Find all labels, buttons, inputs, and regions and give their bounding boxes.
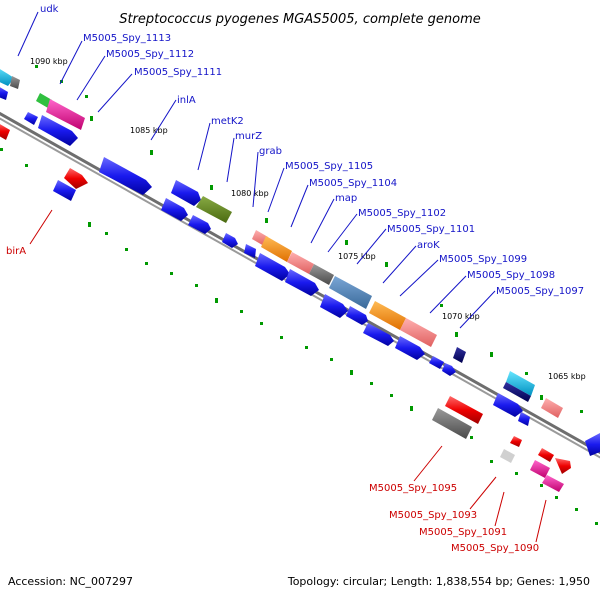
cds-arrow-reverse[interactable] bbox=[530, 460, 550, 478]
cds-arrow-reverse[interactable] bbox=[432, 408, 472, 439]
accession-text: Accession: NC_007297 bbox=[8, 575, 133, 588]
cds-arrow-forward[interactable] bbox=[329, 276, 372, 309]
gene-label[interactable]: M5005_Spy_1102 bbox=[358, 208, 446, 219]
cds-arrow-forward[interactable] bbox=[442, 363, 456, 376]
cds-arrow-forward[interactable] bbox=[518, 412, 530, 426]
cds-arrow-forward[interactable] bbox=[255, 253, 290, 281]
gene-label[interactable]: grab bbox=[259, 146, 282, 157]
gene-label[interactable]: M5005_Spy_1113 bbox=[83, 33, 171, 44]
cds-arrow-forward[interactable] bbox=[400, 318, 437, 347]
gene-label[interactable]: M5005_Spy_1111 bbox=[134, 67, 222, 78]
gene-label[interactable]: M5005_Spy_1112 bbox=[106, 49, 194, 60]
reverse-callouts bbox=[29, 209, 547, 543]
cds-arrow-forward[interactable] bbox=[506, 371, 535, 396]
cds-arrow-forward[interactable] bbox=[99, 157, 152, 195]
cds-arrow-forward[interactable] bbox=[541, 398, 563, 418]
gene-label[interactable]: M5005_Spy_1091 bbox=[419, 527, 507, 538]
cds-arrow-forward[interactable] bbox=[346, 306, 368, 325]
kbp-scale: 1090 kbp 1085 kbp 1080 kbp 1075 kbp 1070… bbox=[30, 57, 586, 381]
cds-arrow-forward[interactable] bbox=[493, 393, 523, 417]
cds-arrow-forward[interactable] bbox=[453, 347, 466, 363]
map-title: Streptococcus pyogenes MGAS5005, complet… bbox=[119, 12, 481, 27]
gene-label[interactable]: M5005_Spy_1098 bbox=[467, 270, 555, 281]
cds-arrow-forward[interactable] bbox=[10, 76, 20, 89]
gene-label[interactable]: M5005_Spy_1104 bbox=[309, 178, 397, 189]
reverse-strand-features bbox=[0, 123, 571, 492]
cds-arrow-forward[interactable] bbox=[244, 244, 256, 258]
cds-arrow-forward[interactable] bbox=[395, 336, 425, 360]
kbp-tick-label: 1065 kbp bbox=[548, 372, 586, 381]
cds-arrow-forward[interactable] bbox=[309, 264, 334, 285]
reverse-gene-labels: birA M5005_Spy_1095 M5005_Spy_1093 M5005… bbox=[6, 246, 539, 554]
cds-arrow-forward[interactable] bbox=[0, 66, 14, 86]
forward-strand-features bbox=[0, 66, 600, 456]
gene-label[interactable]: M5005_Spy_1099 bbox=[439, 254, 527, 265]
kbp-tick-label: 1070 kbp bbox=[442, 312, 480, 321]
gene-label[interactable]: M5005_Spy_1105 bbox=[285, 161, 373, 172]
gene-label[interactable]: udk bbox=[40, 4, 59, 15]
kbp-tick-label: 1090 kbp bbox=[30, 57, 68, 66]
gene-label[interactable]: M5005_Spy_1090 bbox=[451, 543, 539, 554]
gene-label[interactable]: inlA bbox=[177, 95, 196, 106]
gene-label[interactable]: birA bbox=[6, 246, 26, 257]
cds-arrow-forward[interactable] bbox=[222, 233, 238, 248]
cds-arrow-forward[interactable] bbox=[188, 215, 211, 234]
cds-arrow-reverse[interactable] bbox=[0, 123, 10, 140]
cds-arrow-reverse[interactable] bbox=[542, 475, 564, 492]
cds-arrow-forward[interactable] bbox=[320, 294, 348, 318]
gene-label[interactable]: metK2 bbox=[211, 116, 244, 127]
cds-arrow-forward[interactable] bbox=[171, 180, 201, 206]
gene-label[interactable]: M5005_Spy_1095 bbox=[369, 483, 457, 494]
forward-callouts bbox=[17, 11, 496, 329]
kbp-tick-label: 1085 kbp bbox=[130, 126, 168, 135]
cds-arrow-reverse[interactable] bbox=[510, 436, 522, 447]
gene-label[interactable]: aroK bbox=[417, 240, 440, 251]
cds-arrow-forward[interactable] bbox=[261, 236, 292, 262]
cds-arrow-forward[interactable] bbox=[196, 196, 232, 223]
tick-guides bbox=[0, 65, 598, 525]
cds-arrow-forward[interactable] bbox=[161, 198, 188, 221]
cds-arrow-forward[interactable] bbox=[24, 112, 38, 125]
cds-arrow-forward[interactable] bbox=[36, 93, 52, 108]
gene-label[interactable]: M5005_Spy_1101 bbox=[387, 224, 475, 235]
kbp-tick-label: 1075 kbp bbox=[338, 252, 376, 261]
cds-arrow-forward[interactable] bbox=[287, 252, 314, 274]
cds-arrow-reverse[interactable] bbox=[538, 448, 554, 462]
cds-arrow-reverse[interactable] bbox=[53, 180, 76, 201]
cds-arrow-forward[interactable] bbox=[363, 323, 394, 346]
cds-arrow-forward[interactable] bbox=[46, 99, 85, 130]
cds-arrow-forward[interactable] bbox=[585, 433, 600, 456]
cds-arrow-forward[interactable] bbox=[503, 382, 531, 402]
cds-arrow-forward[interactable] bbox=[38, 115, 78, 146]
cds-arrow-reverse[interactable] bbox=[445, 396, 483, 424]
cds-arrow-reverse[interactable] bbox=[64, 168, 88, 189]
cds-arrow-forward[interactable] bbox=[285, 269, 319, 296]
gene-label[interactable]: murZ bbox=[235, 131, 262, 142]
cds-arrow-reverse[interactable] bbox=[500, 449, 515, 463]
gene-label[interactable]: M5005_Spy_1097 bbox=[496, 286, 584, 297]
gene-label[interactable]: M5005_Spy_1093 bbox=[389, 510, 477, 521]
cds-arrow-reverse[interactable] bbox=[555, 458, 571, 474]
cds-arrow-forward[interactable] bbox=[369, 301, 406, 330]
gene-label[interactable]: map bbox=[335, 193, 357, 204]
cds-arrow-forward[interactable] bbox=[429, 356, 444, 369]
genome-summary-text: Topology: circular; Length: 1,838,554 bp… bbox=[287, 575, 590, 588]
forward-gene-labels: udk M5005_Spy_1113 M5005_Spy_1112 M5005_… bbox=[40, 4, 584, 297]
cds-arrow-forward[interactable] bbox=[0, 86, 8, 100]
kbp-tick-label: 1080 kbp bbox=[231, 189, 269, 198]
